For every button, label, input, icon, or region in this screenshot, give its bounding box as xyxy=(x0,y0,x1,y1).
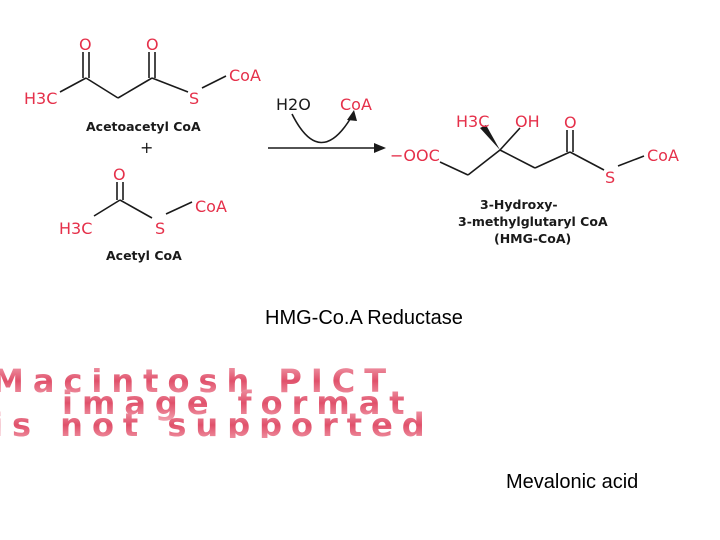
atom-h3c: H3C xyxy=(456,112,489,131)
hmg-coa-label-line1: 3-Hydroxy- xyxy=(480,197,558,212)
hmg-coa-label-line2: 3-methylglutaryl CoA xyxy=(458,214,608,229)
product-label: Mevalonic acid xyxy=(506,471,639,493)
atom-s: S xyxy=(605,168,615,187)
acetyl-coa-label: Acetyl CoA xyxy=(106,248,182,263)
placeholder-line-2: image format xyxy=(62,384,414,422)
water-input-label: H2O xyxy=(276,95,311,114)
atom-h3c: H3C xyxy=(24,89,57,108)
atom-coa: CoA xyxy=(229,66,261,85)
atom-o: O xyxy=(113,165,126,184)
atom-coa: CoA xyxy=(195,197,227,216)
atom-o-ketone: O xyxy=(79,35,92,54)
atom-oh: OH xyxy=(515,112,540,131)
unsupported-image-placeholder: Macintosh PICT image format is not suppo… xyxy=(0,368,434,438)
coa-released-label: CoA xyxy=(340,95,372,114)
placeholder-line-3: is not supported xyxy=(0,406,434,438)
acetoacetyl-coa-structure: O O H3C S CoA Acetoacetyl CoA xyxy=(24,35,261,134)
atom-ooc: −OOC xyxy=(390,146,440,165)
atom-s: S xyxy=(189,89,199,108)
atom-s: S xyxy=(155,219,165,238)
acetoacetyl-coa-label: Acetoacetyl CoA xyxy=(86,119,201,134)
reaction-arrow: H2O CoA xyxy=(268,95,386,153)
hmg-coa-structure: −OOC H3C OH O S CoA 3-Hydroxy- 3-methylg… xyxy=(390,112,679,246)
atom-h3c: H3C xyxy=(59,219,92,238)
reaction-diagram: O O H3C S CoA Acetoacetyl CoA + O H3C S … xyxy=(24,35,679,263)
plus-sign: + xyxy=(140,138,153,157)
acetyl-coa-structure: O H3C S CoA Acetyl CoA xyxy=(59,165,227,263)
hmg-coa-label-line3: (HMG-CoA) xyxy=(494,231,571,246)
placeholder-line-1: Macintosh PICT xyxy=(0,368,395,400)
atom-o-thioester: O xyxy=(146,35,159,54)
atom-coa: CoA xyxy=(647,146,679,165)
atom-o: O xyxy=(564,113,577,132)
enzyme-label: HMG-Co.A Reductase xyxy=(265,307,463,329)
